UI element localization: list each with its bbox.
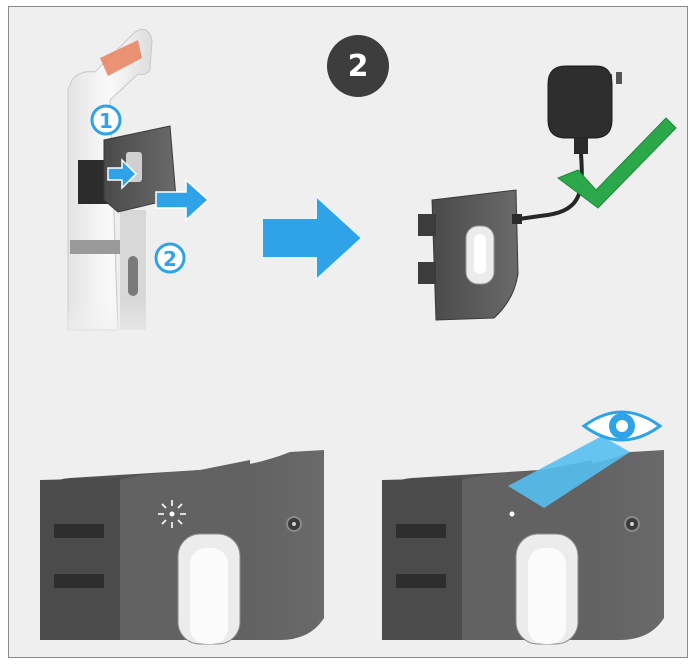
light-rays-icon <box>158 500 186 528</box>
eye-icon <box>584 412 660 440</box>
battery-closeup-left <box>40 450 324 644</box>
arrow-right-icon <box>262 196 362 280</box>
battery-pack-charging <box>418 190 522 320</box>
callout-2-label: 2 <box>163 247 177 271</box>
callout-1: 1 <box>92 106 120 134</box>
callout-1-label: 1 <box>99 109 113 133</box>
callout-2: 2 <box>156 244 184 272</box>
